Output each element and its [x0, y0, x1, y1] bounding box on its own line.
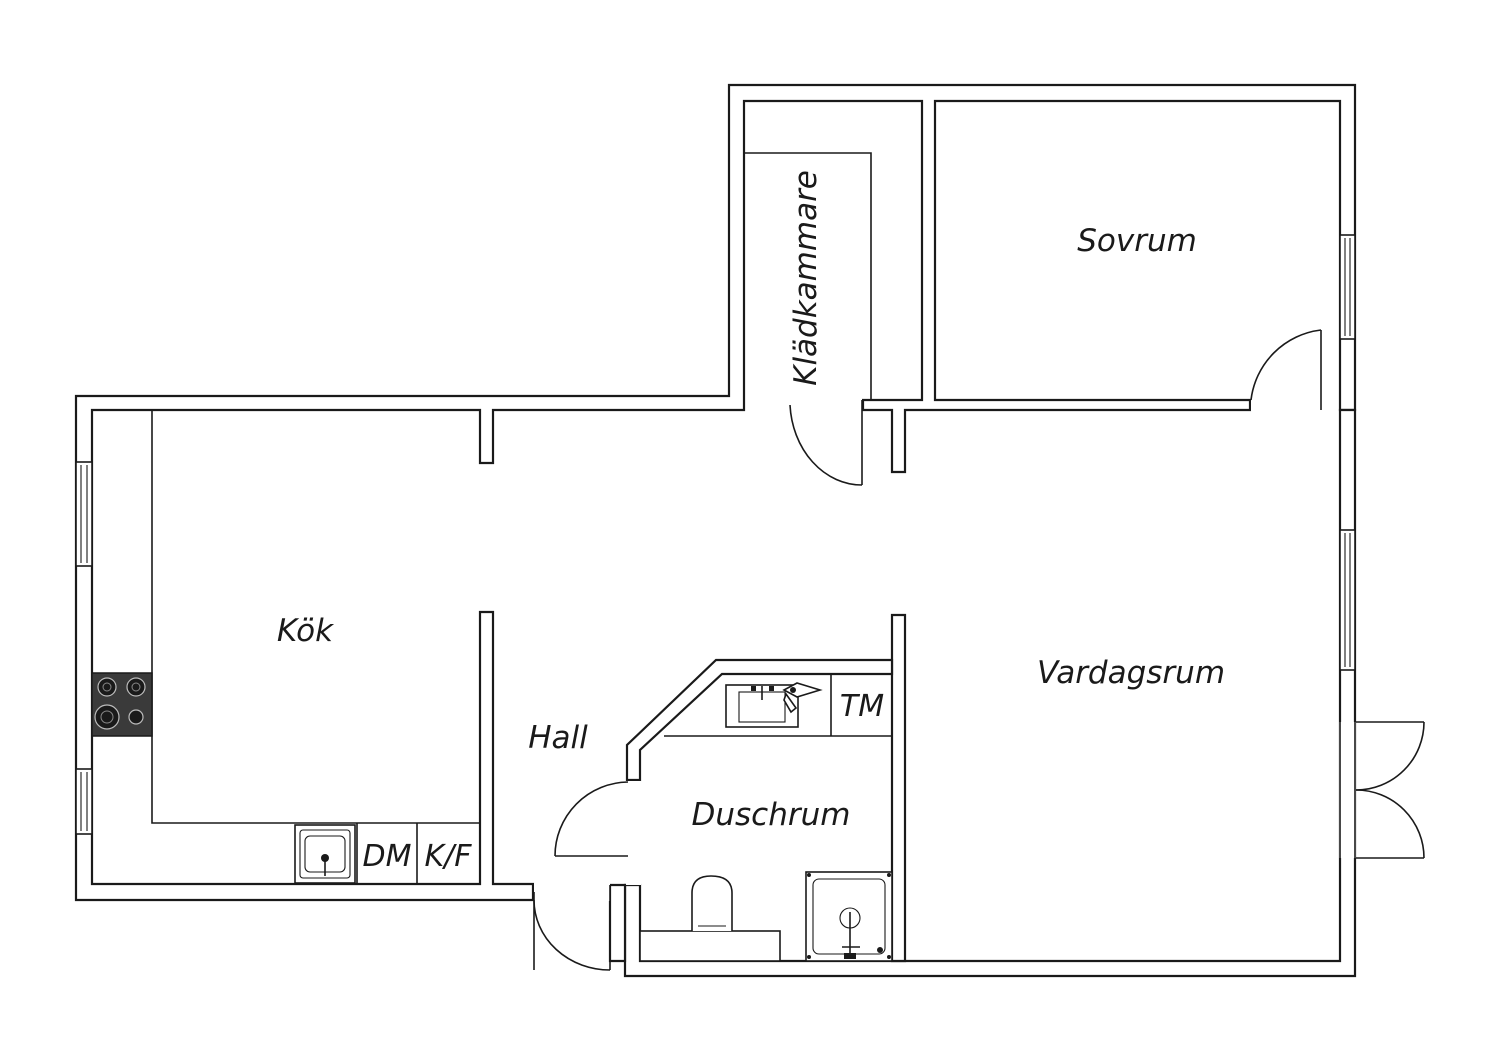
label-sovrum: Sovrum	[1077, 223, 1197, 259]
window-bedroom	[1339, 234, 1356, 340]
windows	[75, 234, 1356, 835]
kitchen-fixtures	[91, 411, 480, 884]
bathroom-fixtures	[639, 674, 893, 962]
label-kok: Kök	[277, 613, 334, 649]
closet-shelf	[744, 152, 872, 400]
room-labels: Sovrum Klädkammare Kök Hall Duschrum Var…	[277, 170, 1225, 874]
window-kitchen-lower	[75, 768, 93, 835]
interior-walls	[608, 613, 907, 963]
outer-walls	[74, 83, 1357, 978]
window-kitchen-upper	[75, 461, 93, 567]
label-fridge-freezer: K/F	[424, 839, 472, 874]
toilet-icon	[639, 875, 781, 962]
shower-icon	[805, 871, 893, 962]
label-vardagsrum: Vardagsrum	[1037, 655, 1225, 691]
kitchen-sink-icon	[294, 824, 356, 884]
label-dishwasher: DM	[363, 839, 412, 874]
doors	[533, 329, 1425, 971]
label-washing-machine: TM	[840, 689, 884, 724]
label-duschrum: Duschrum	[692, 797, 851, 833]
label-hall: Hall	[528, 720, 588, 756]
label-kladkammare: Klädkammare	[788, 170, 824, 386]
washbasin-icon	[725, 684, 799, 728]
faucet-fixture-icon	[782, 682, 823, 714]
window-living-room	[1339, 529, 1356, 671]
